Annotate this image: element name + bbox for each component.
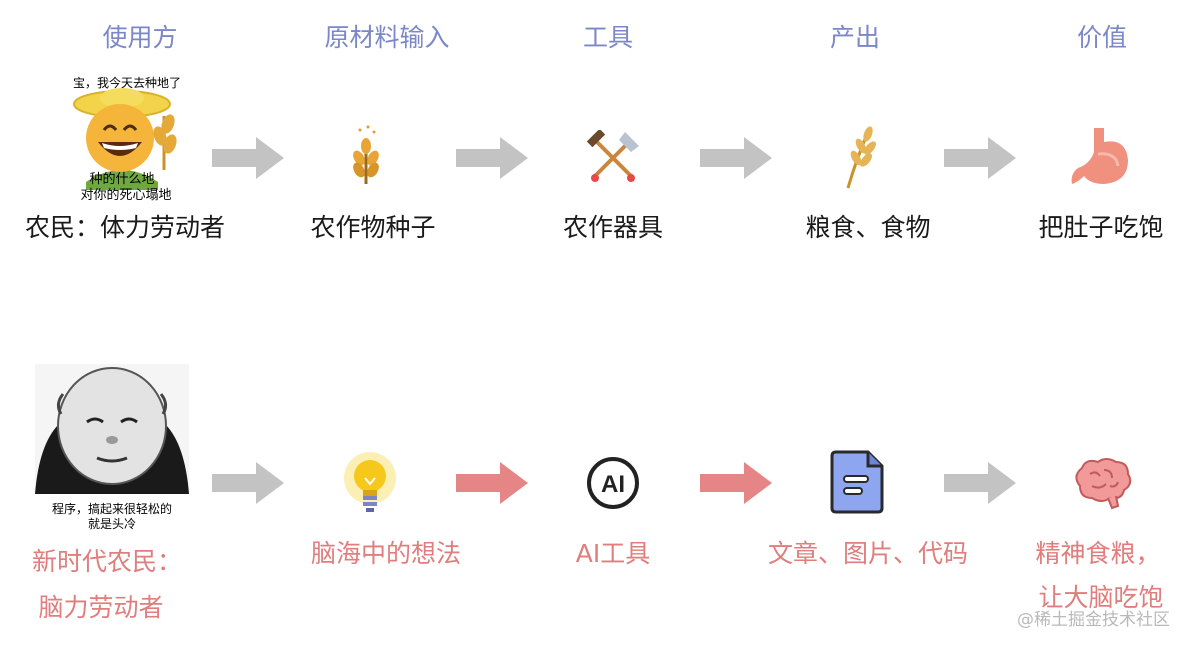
meme-caption-2: 就是头冷 xyxy=(87,517,137,531)
label-full-stomach: 把肚子吃饱 xyxy=(1038,213,1164,242)
watermark: @稀土掘金技术社区 xyxy=(1017,610,1170,630)
label-new-farmer-2: 脑力劳动者 xyxy=(38,593,164,622)
brain-icon xyxy=(1075,458,1132,510)
label-farmer: 农民：体力劳动者 xyxy=(24,213,226,242)
meme-caption-bottom-2: 对你的死心塌地 xyxy=(80,188,172,203)
ai-icon: AI xyxy=(587,457,639,509)
arrow-icon xyxy=(700,462,772,504)
arrow-icon xyxy=(456,462,528,504)
document-icon xyxy=(830,450,884,514)
svg-text:AI: AI xyxy=(601,471,625,498)
label-spiritual-food-1: 精神食粮， xyxy=(1035,539,1161,568)
label-ideas: 脑海中的想法 xyxy=(310,539,462,568)
arrow-icon xyxy=(700,137,772,179)
arrow-icon xyxy=(212,137,284,179)
label-new-farmer-1: 新时代农民： xyxy=(31,547,183,576)
label-seeds: 农作物种子 xyxy=(310,213,436,242)
arrow-icon xyxy=(944,137,1016,179)
arrow-icon xyxy=(944,462,1016,504)
lightbulb-icon xyxy=(344,452,396,512)
wheat-icon xyxy=(846,126,876,189)
meme-caption-bottom-1: 种的什么地 xyxy=(89,172,155,187)
header-value: 价值 xyxy=(1076,23,1128,52)
bald-face-meme-icon xyxy=(35,364,189,494)
arrow-icon xyxy=(212,462,284,504)
header-output: 产出 xyxy=(829,23,881,52)
label-ai-tools: AI工具 xyxy=(575,539,651,568)
label-articles-images-code: 文章、图片、代码 xyxy=(767,539,969,568)
header-input: 原材料输入 xyxy=(324,23,450,52)
label-spiritual-food-2: 让大脑吃饱 xyxy=(1038,583,1164,612)
meme-caption-top: 宝，我今天去种地了 xyxy=(72,76,182,90)
arrow-icon xyxy=(456,137,528,179)
label-food: 粮食、食物 xyxy=(805,213,931,242)
farmer-emoji-icon xyxy=(73,88,177,190)
meme-caption-1: 程序，搞起来很轻松的 xyxy=(51,502,173,516)
label-farm-tools: 农作器具 xyxy=(562,213,664,242)
shovel-rake-icon xyxy=(586,130,639,182)
header-user: 使用方 xyxy=(102,23,178,52)
header-tool: 工具 xyxy=(582,23,634,52)
wheat-seed-icon xyxy=(353,125,379,184)
stomach-icon xyxy=(1071,128,1128,184)
